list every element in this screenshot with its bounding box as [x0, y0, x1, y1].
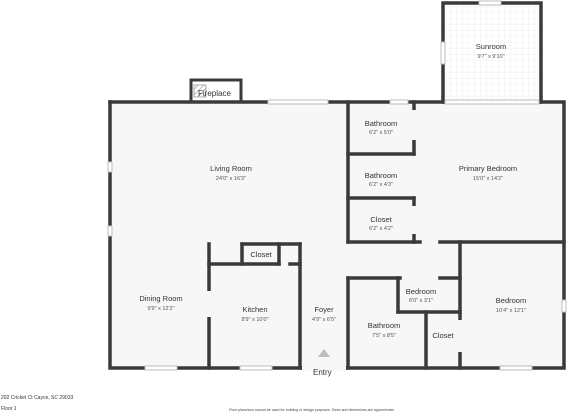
room-name-foyer: Foyer — [314, 305, 334, 314]
floor-areas — [110, 3, 564, 368]
room-dims-kitchen: 8'9" x 10'0" — [241, 317, 268, 323]
room-name-living-room: Living Room — [210, 164, 252, 173]
room-dims-sunroom: 9'7" x 9'10" — [477, 54, 504, 60]
room-name-bathroom-2: Bathroom — [365, 171, 398, 180]
room-dims-dining-room: 9'9" x 12'2" — [147, 306, 174, 312]
room-dims-bathroom-2: 6'2" x 4'3" — [369, 182, 393, 188]
fireplace-label: Fireplace — [198, 89, 231, 98]
floor-label: Floor 1 — [1, 406, 17, 412]
room-name-bathroom-3: Bathroom — [368, 321, 401, 330]
entry-label: Entry — [313, 368, 332, 377]
room-name-primary-bedroom: Primary Bedroom — [459, 164, 517, 173]
room-dims-bedroom-small: 6'0" x 3'1" — [409, 298, 433, 304]
room-name-closet-1: Closet — [370, 215, 392, 224]
room-name-closet-3: Closet — [432, 331, 454, 340]
room-name-dining-room: Dining Room — [139, 294, 182, 303]
room-name-kitchen: Kitchen — [242, 305, 267, 314]
room-name-closet-2: Closet — [250, 250, 272, 259]
room-dims-primary-bedroom: 15'0" x 14'2" — [473, 176, 503, 182]
room-dims-living-room: 24'0" x 16'3" — [216, 176, 246, 182]
room-name-bedroom: Bedroom — [496, 296, 526, 305]
address-text: 202 Cricket Ct Cayce, SC 29033 — [1, 395, 74, 401]
disclaimer-text: Floor plans/tour cannot be used for buil… — [229, 408, 395, 412]
room-labels: Sunroom 9'7" x 9'10" Bathroom 6'2" x 5'0… — [139, 42, 526, 340]
room-dims-bathroom-1: 6'2" x 5'0" — [369, 130, 393, 136]
room-dims-bedroom: 10'4" x 12'1" — [496, 308, 526, 314]
room-dims-bathroom-3: 7'5" x 8'5" — [372, 333, 396, 339]
room-dims-closet-1: 6'2" x 4'2" — [369, 226, 393, 232]
room-name-sunroom: Sunroom — [476, 42, 506, 51]
room-name-bathroom-1: Bathroom — [365, 119, 398, 128]
windows — [107, 0, 567, 371]
room-name-bedroom-small: Bedroom — [406, 287, 436, 296]
door-openings — [206, 110, 462, 371]
room-dims-foyer: 4'9" x 6'5" — [312, 317, 336, 323]
entry-arrow-icon — [318, 349, 330, 357]
